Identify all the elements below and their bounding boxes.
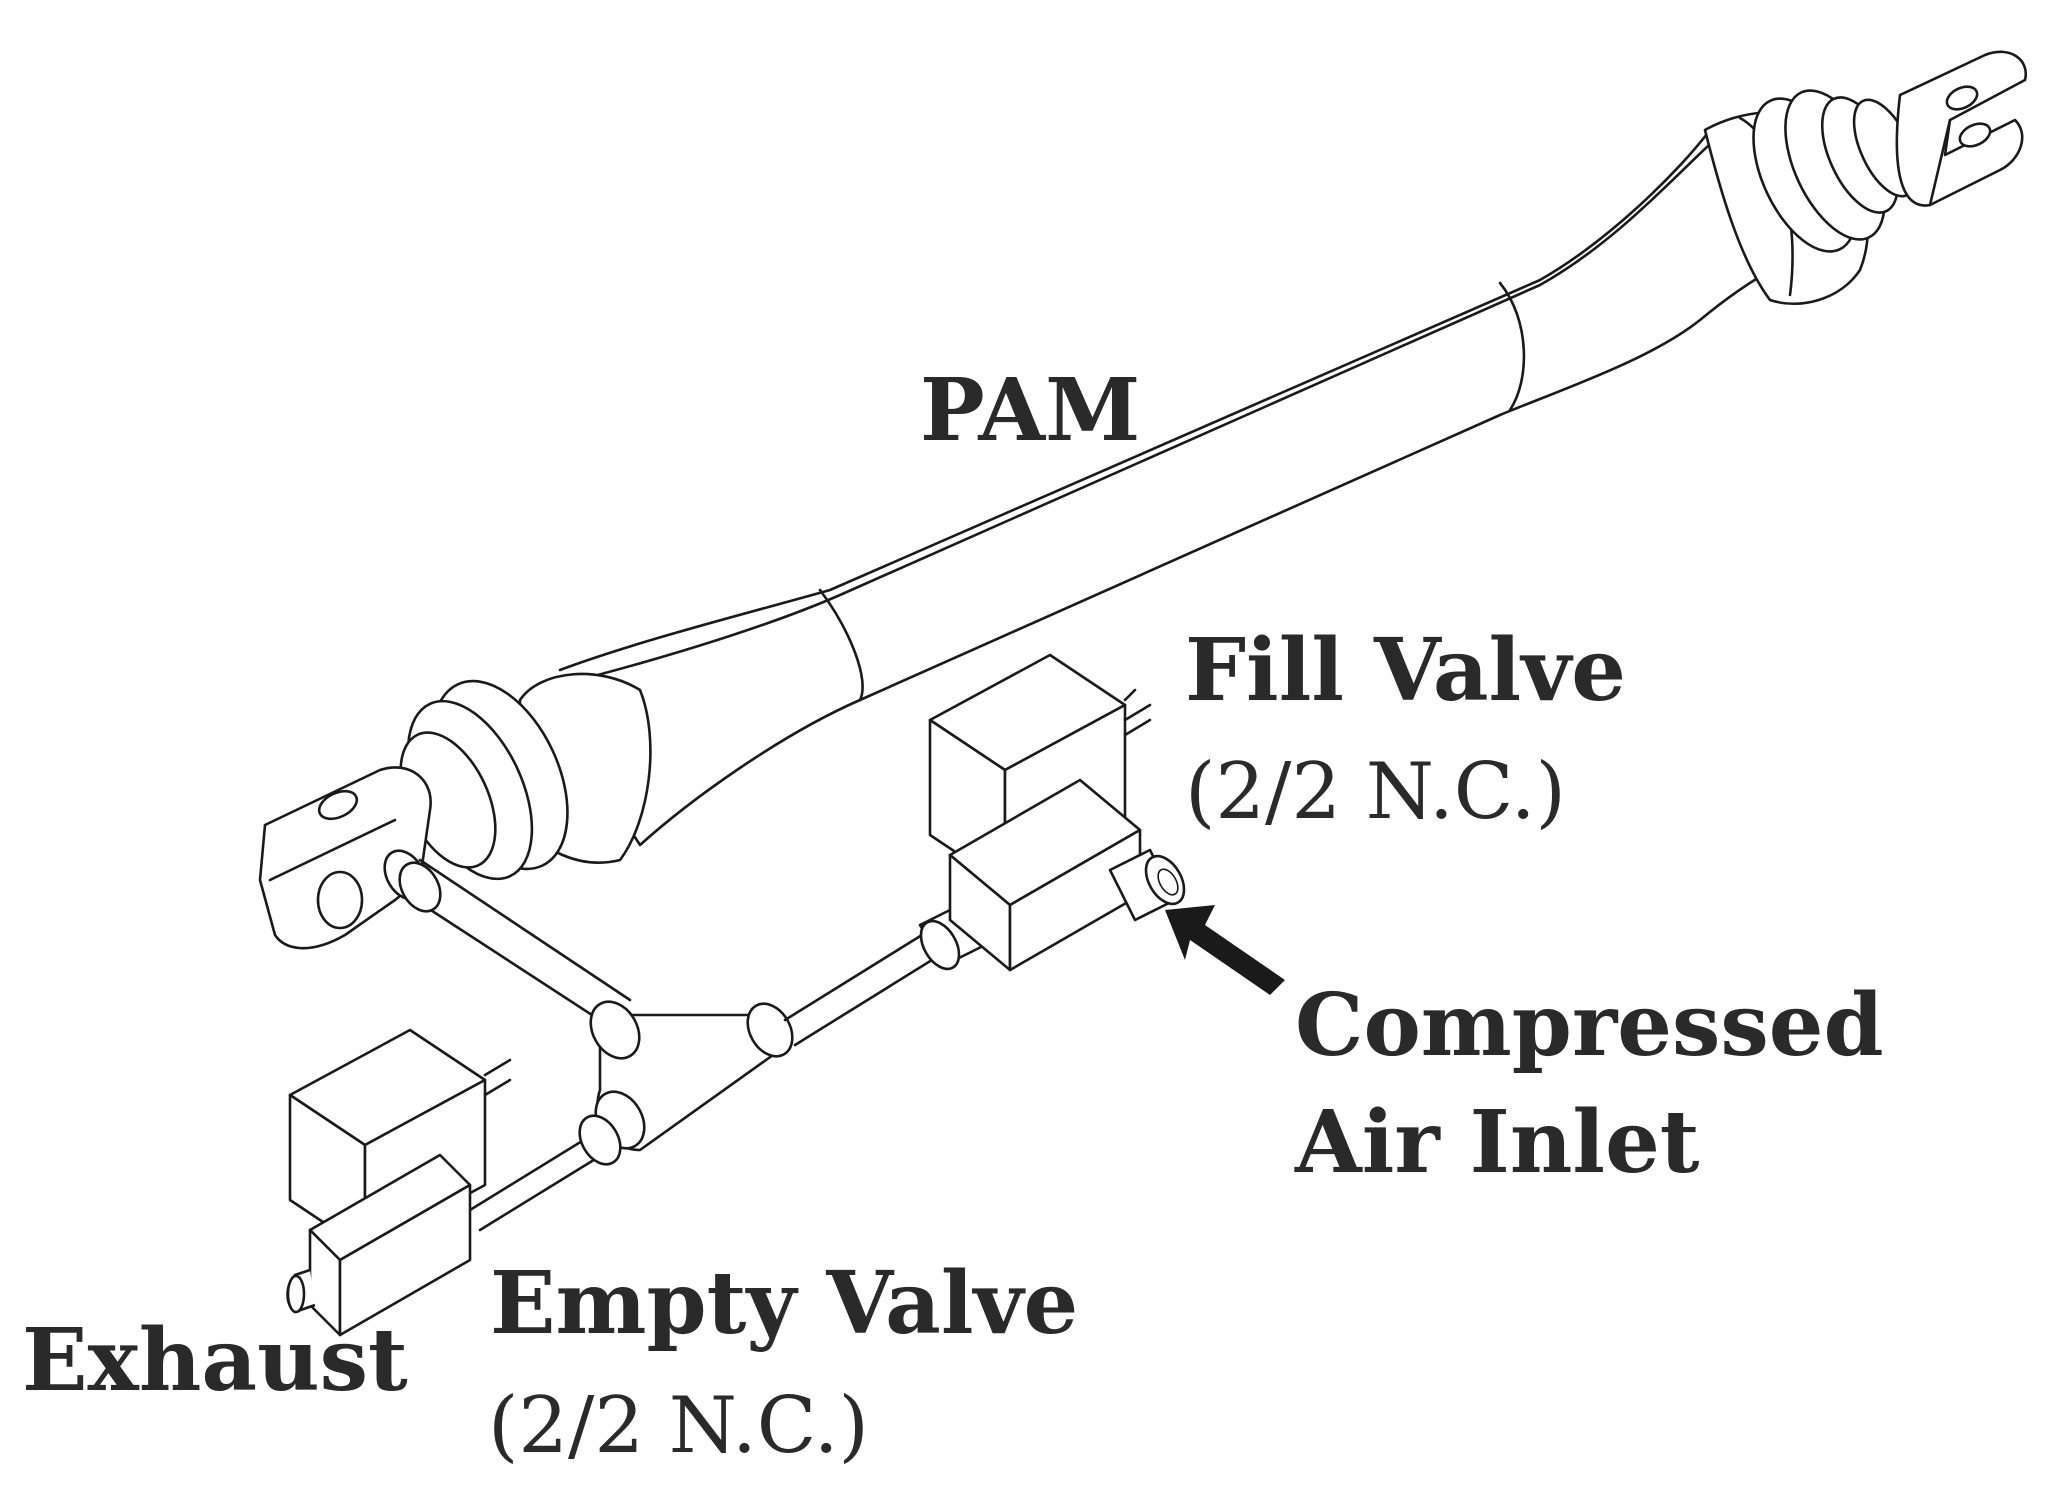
- label-air-inlet: Air Inlet: [1294, 1092, 1700, 1193]
- label-exhaust: Exhaust: [22, 1310, 408, 1411]
- pam-muscle: [258, 50, 2028, 950]
- label-pam: PAM: [920, 360, 1140, 461]
- label-empty-valve: Empty Valve: [490, 1253, 1078, 1354]
- empty-valve: [286, 1028, 512, 1337]
- label-empty-valve-spec: (2/2 N.C.): [488, 1381, 869, 1471]
- label-compressed: Compressed: [1295, 975, 1884, 1076]
- label-fill-valve-spec: (2/2 N.C.): [1185, 747, 1566, 837]
- compressed-air-arrow: [1165, 905, 1285, 995]
- pam-left-clevis: [258, 766, 432, 950]
- pam-right-clevis: [1895, 50, 2028, 207]
- fill-valve: [928, 653, 1186, 972]
- pam-tube-body: [538, 123, 1882, 847]
- label-fill-valve: Fill Valve: [1185, 620, 1626, 721]
